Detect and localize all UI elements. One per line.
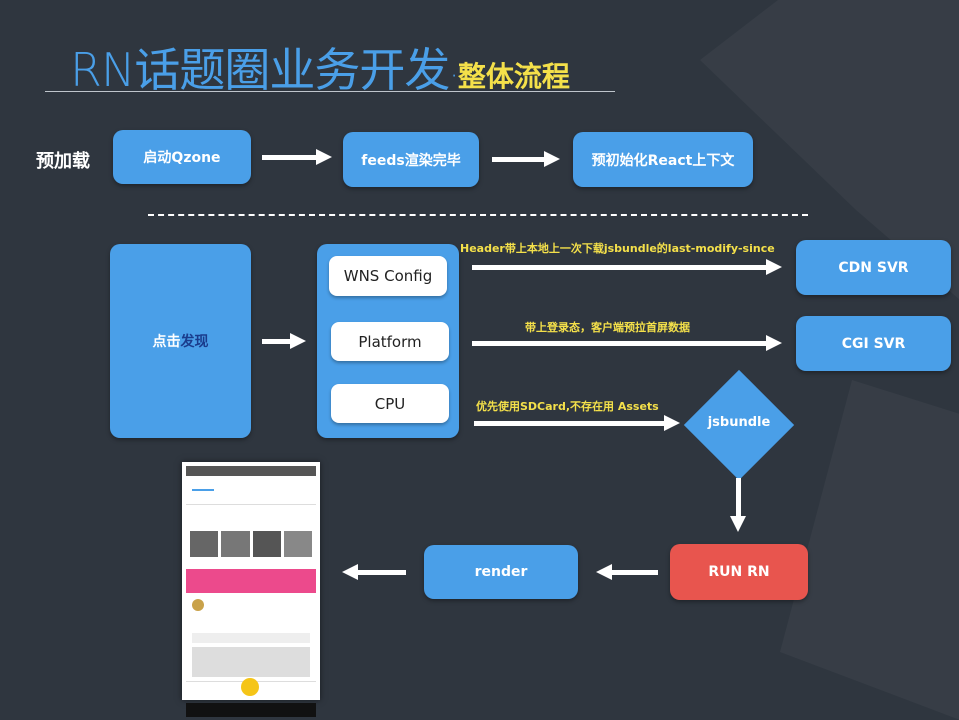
module-platform: Platform [331, 322, 449, 361]
step-start-qzone: 启动Qzone [113, 130, 251, 184]
module-cpu: CPU [331, 384, 449, 423]
section-divider [148, 214, 808, 216]
note-cgi: 带上登录态，客户端预拉首屏数据 [525, 321, 690, 334]
arrow [342, 564, 406, 580]
jsbundle-label: jsbundle [707, 415, 771, 430]
note-assets: 优先使用SDCard,不存在用 Assets [476, 400, 659, 413]
cgi-server: CGI SVR [796, 316, 951, 371]
arrow [474, 415, 680, 431]
arrow [596, 564, 658, 580]
click-discover: 点击发现 [110, 244, 251, 438]
arrow [472, 259, 782, 275]
phone-screenshot [182, 462, 320, 717]
cdn-server: CDN SVR [796, 240, 951, 295]
run-rn: RUN RN [670, 544, 808, 600]
render-step: render [424, 545, 578, 599]
arrow [262, 333, 306, 349]
step-preinit-react: 预初始化React上下文 [573, 132, 753, 187]
title-divider [45, 91, 615, 92]
arrow [472, 335, 782, 351]
arrow [262, 149, 332, 165]
arrow [492, 151, 560, 167]
module-wns-config: WNS Config [329, 256, 447, 296]
preload-label: 预加载 [36, 151, 90, 172]
note-cdn: Header带上本地上一次下载jsbundle的last-modify-sinc… [460, 242, 775, 255]
step-feeds-rendered: feeds渲染完毕 [343, 132, 479, 187]
arrow-down [730, 478, 746, 532]
page-title: RN话题圈业务开发·整体流程 [70, 43, 570, 97]
